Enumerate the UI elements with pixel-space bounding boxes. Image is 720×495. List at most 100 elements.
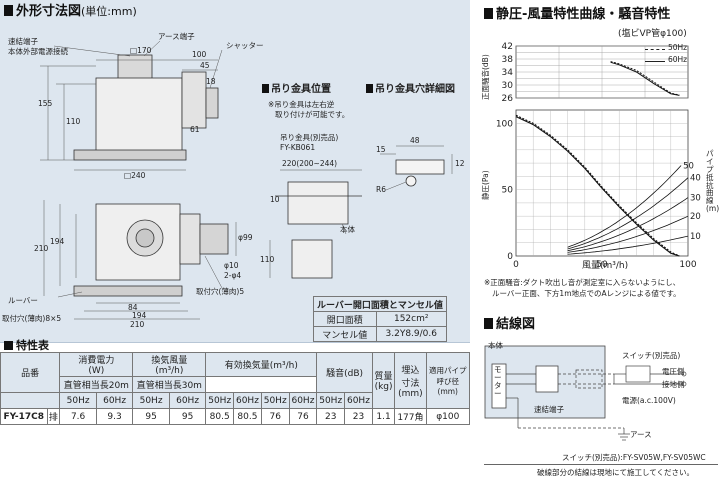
dim-value: 110 xyxy=(260,255,275,264)
spec-cell: 95 xyxy=(168,408,207,425)
noise-tick-label: 30 xyxy=(502,81,514,91)
dim-value: 18 xyxy=(206,77,216,86)
hanger-body-label: 本体 xyxy=(340,225,355,234)
wiring-switch: スイッチ(別売品) xyxy=(622,351,681,360)
pq-ytick-label: 100 xyxy=(496,119,513,129)
hanger-width: 220(200~244) xyxy=(282,159,338,168)
dim-value: 2-φ4 xyxy=(224,271,242,280)
dim-value: 210 xyxy=(34,244,49,253)
pq-xtick-label: 100 xyxy=(679,260,696,270)
dim-value: φ10 xyxy=(224,261,239,270)
spec-hz: 60Hz xyxy=(95,392,134,409)
wiring-live: 電圧側 xyxy=(662,367,685,376)
noise-tick-label: 42 xyxy=(502,42,513,52)
dim-value: 12 xyxy=(455,159,465,168)
spec-cell: 23 xyxy=(316,408,346,425)
spec-title: 特性表 xyxy=(4,340,49,351)
spec-hz: 50Hz xyxy=(316,392,346,409)
noise-tick-label: 26 xyxy=(502,94,514,104)
spec-head-power: 消費電力(W) xyxy=(59,352,134,377)
dim-value: 45 xyxy=(200,61,210,70)
wiring-switch-models: スイッチ(別売品):FY-SV05W,FY-SV05WC xyxy=(562,453,706,462)
dimension-title: 外形寸法図(単位:mm) xyxy=(4,5,137,18)
legend-50hz-swatch xyxy=(645,49,665,50)
resistance-curve-label: 50 xyxy=(683,161,694,171)
pq-series-50Hz xyxy=(515,114,680,257)
resistance-label: パイプ抵抗曲線(m) xyxy=(706,149,720,214)
wiring-ground-side: 接地側 xyxy=(662,380,685,389)
resistance-curve-10 xyxy=(567,235,689,255)
pq-ytick-label: 50 xyxy=(502,186,514,196)
dimension-drawing-panel: 外形寸法図(単位:mm) xyxy=(0,0,470,343)
dim-value: 15 xyxy=(376,145,386,154)
spec-head-effective: 有効換気量(m³/h) xyxy=(205,352,318,377)
spec-head-pipe: 適用パイプ呼び径(mm) xyxy=(425,352,471,409)
spec-cell: 9.3 xyxy=(95,408,134,425)
spec-cell: 80.5 xyxy=(233,408,262,425)
dim-value: 10 xyxy=(270,195,280,204)
chart-title: 静圧-風量特性曲線・騒音特性 xyxy=(484,8,670,21)
label-connector: 速結端子 xyxy=(8,37,38,46)
spec-cell: 76 xyxy=(260,408,290,425)
resistance-curve-40 xyxy=(567,177,689,250)
louver-row-value: 3.2Y8.9/0.6 xyxy=(375,326,447,342)
louver-row-label: 開口面積 xyxy=(313,311,377,327)
hanger-title: 吊り金具位置 xyxy=(262,84,331,95)
dim-value: φ99 xyxy=(238,233,253,242)
spec-head-model: 品番 xyxy=(0,352,61,393)
dim-value: □240 xyxy=(124,171,146,180)
spec-head-noise: 騒音(dB) xyxy=(316,352,373,393)
resistance-curve-label: 20 xyxy=(690,212,701,222)
spec-table: 品番 消費電力(W) 換気風量(m³/h) 有効換気量(m³/h) 騒音(dB)… xyxy=(0,352,471,425)
dim-value: 194 xyxy=(50,237,65,246)
dim-value: R6 xyxy=(376,185,386,194)
wiring-motor: モーター xyxy=(494,365,502,398)
hanger-note-1: ※吊り金具は左右逆 xyxy=(268,100,335,109)
wiring-title: 結線図 xyxy=(484,318,535,331)
spec-head-embed: 埋込寸法(mm) xyxy=(394,352,427,409)
resistance-curve-label: 40 xyxy=(690,174,701,184)
noise-tick-label: 34 xyxy=(502,68,514,78)
noise-series-50Hz xyxy=(610,61,680,96)
dim-value: 155 xyxy=(38,99,53,108)
dim-value: 210 xyxy=(130,320,145,329)
spec-head-model-blank xyxy=(0,392,61,409)
label-shutter: シャッター xyxy=(226,41,264,50)
spec-hz: 60Hz xyxy=(233,392,262,409)
dim-value: 84 xyxy=(128,303,138,312)
chart-note-2: ルーバー正面、下方1m地点でのAレンジによる値です。 xyxy=(492,289,681,298)
label-louver: ルーバー xyxy=(8,296,38,305)
noise-ylabel: 正面騒音(dB) xyxy=(481,54,490,100)
hanger-part-no: FY-KB061 xyxy=(280,143,316,152)
hole-detail-title: 吊り金具穴詳細図 xyxy=(366,84,455,95)
resistance-curve-20 xyxy=(567,215,689,253)
label-earth: アース端子 xyxy=(158,32,195,41)
spec-type: 排 xyxy=(46,408,61,425)
pq-ytick-label: 0 xyxy=(507,252,513,262)
louver-table: ルーバー開口面積とマンセル値 開口面積 152cm² マンセル値 3.2Y8.9… xyxy=(313,296,447,342)
spec-model: FY-17C8 xyxy=(0,408,48,425)
spec-hz: 50Hz xyxy=(59,392,97,409)
wiring-footnote: 破線部分の結線は現地にて施工してください。 xyxy=(537,468,695,477)
spec-hz: 60Hz xyxy=(288,392,318,409)
spec-hz: 60Hz xyxy=(344,392,373,409)
spec-head-airflow: 換気風量(m³/h) xyxy=(132,352,207,377)
dim-value: 194 xyxy=(132,311,147,320)
spec-cell: 1.1 xyxy=(371,408,396,425)
dim-value: □170 xyxy=(130,46,152,55)
resistance-curve-50 xyxy=(567,165,682,248)
spec-hz: 50Hz xyxy=(260,392,290,409)
louver-table-title: ルーバー開口面積とマンセル値 xyxy=(313,296,447,312)
spec-hz: 50Hz xyxy=(205,392,235,409)
label-connector-sub: 本体外部電源接続 xyxy=(8,47,68,56)
resistance-curve-30 xyxy=(567,197,689,252)
noise-series-60Hz xyxy=(610,61,680,96)
spec-head-mass: 質量(kg) xyxy=(371,352,396,409)
dim-value: 61 xyxy=(190,125,200,134)
spec-cell: 80.5 xyxy=(205,408,235,425)
dim-value: 48 xyxy=(410,136,420,145)
hanger-part-name: 吊り金具(別売品) xyxy=(280,133,339,142)
wiring-divider xyxy=(484,464,718,465)
chart-note-1: ※正面騒音:ダクト吹出し音が測定室に入らないようにし、 xyxy=(484,278,681,287)
